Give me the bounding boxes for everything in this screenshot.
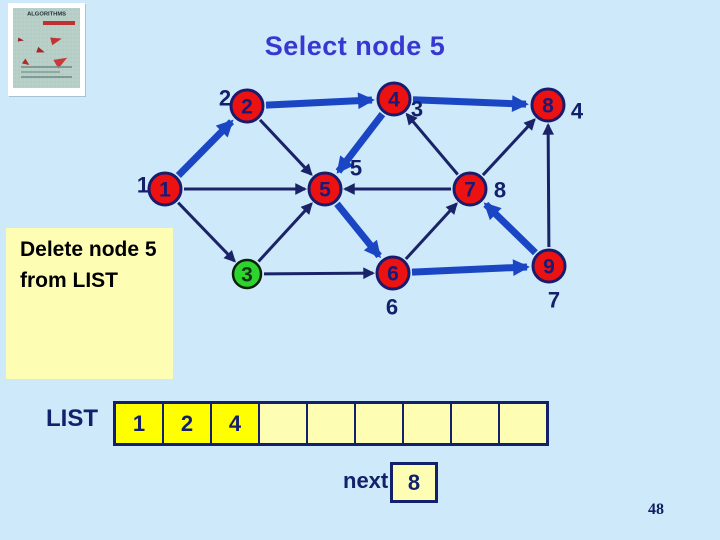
graph-node-value: 3 <box>241 264 253 287</box>
graph-edge-6-9 <box>411 259 530 277</box>
graph-node-value: 6 <box>387 263 399 286</box>
graph-edge-6-7 <box>404 202 458 261</box>
graph-edge-3-6 <box>263 267 375 280</box>
graph-node-order-label: 1 <box>137 173 149 198</box>
graph-edge-4-5 <box>335 111 386 174</box>
graph-node-8 <box>530 87 566 123</box>
graph-node-order-label: 8 <box>494 178 506 203</box>
graph-edge-2-5 <box>258 118 313 176</box>
book-cover-line <box>21 66 72 68</box>
graph-node-value: 7 <box>464 179 476 202</box>
slide-title: Select node 5 <box>264 31 446 61</box>
graph-node-2 <box>229 88 265 124</box>
book-cover-footer-lines <box>13 63 80 78</box>
graph-node-order-label: 3 <box>411 97 423 122</box>
book-cover-title: ALGORITHMS <box>27 11 67 18</box>
graph-node-value: 8 <box>542 95 554 118</box>
graph-node-value: 4 <box>388 89 400 112</box>
list-cell: 1 <box>116 404 162 443</box>
graph-edge-1-2 <box>175 119 235 178</box>
graph-node-3 <box>231 258 263 290</box>
note-line-2: from LIST <box>20 269 118 292</box>
graph-edge-3-5 <box>257 202 313 263</box>
list-cell <box>258 404 306 443</box>
graph-node-1 <box>147 171 183 207</box>
graph-edge-5-6 <box>334 201 382 259</box>
graph-node-6 <box>375 255 411 291</box>
list-cell <box>354 404 402 443</box>
graph-node-value: 5 <box>319 179 331 202</box>
book-cover-image: ALGORITHMS <box>8 3 85 96</box>
list-cell <box>498 404 546 443</box>
graph-node-5 <box>307 171 343 207</box>
note-line-1: Delete node 5 <box>20 238 157 261</box>
list-cell <box>402 404 450 443</box>
next-value-box: 8 <box>390 462 438 503</box>
graph-edge-4-8 <box>412 95 529 112</box>
graph-edge-9-7 <box>483 201 538 256</box>
note-box: Delete node 5 from LIST <box>6 228 173 379</box>
list-label: LIST <box>46 405 98 432</box>
graph-node-value: 2 <box>241 96 253 119</box>
graph-node-value: 1 <box>159 179 171 202</box>
graph-edge-9-8 <box>542 123 555 248</box>
graph-node-7 <box>452 171 488 207</box>
graph-edge-1-3 <box>177 201 236 263</box>
book-cover-line <box>21 71 60 73</box>
page-number: 48 <box>648 501 664 518</box>
graph-node-order-label: 4 <box>571 99 584 124</box>
next-value: 8 <box>407 469 421 495</box>
graph-node-4 <box>376 81 412 117</box>
graph-node-order-label: 7 <box>548 288 560 313</box>
list-cell <box>306 404 354 443</box>
graph-node-value: 9 <box>543 256 555 279</box>
graph-node-order-label: 6 <box>386 295 398 320</box>
graph-node-9 <box>531 248 567 284</box>
list-cell: 4 <box>210 404 258 443</box>
book-cover-art: ALGORITHMS <box>13 8 80 88</box>
graph-node-order-label: 5 <box>350 156 362 181</box>
book-cover-red-bar <box>43 21 75 25</box>
next-label: next <box>343 468 389 493</box>
graph-edge-2-4 <box>265 92 375 110</box>
list-cell <box>450 404 498 443</box>
list-cell: 2 <box>162 404 210 443</box>
graph-node-order-label: 2 <box>219 86 231 111</box>
book-cover-line <box>21 76 72 78</box>
graph-edge-7-8 <box>481 118 536 177</box>
graph-edge-7-4 <box>405 112 459 176</box>
